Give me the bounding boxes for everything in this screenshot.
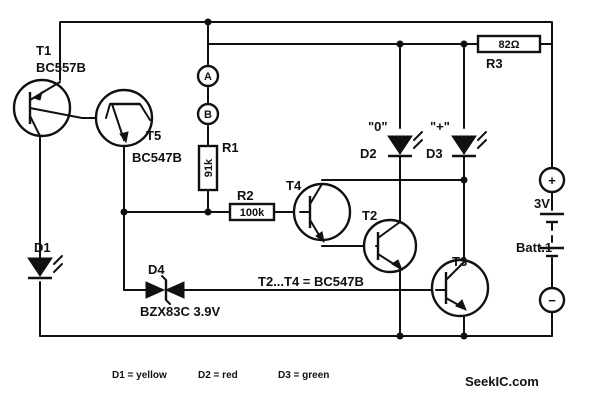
transistor-t4 <box>292 182 352 244</box>
r3-ref: R3 <box>486 56 503 71</box>
battery-plus: + <box>548 173 556 188</box>
test-point-b-label: B <box>204 109 212 121</box>
r2-ref: R2 <box>237 188 254 203</box>
resistor-r3 <box>476 34 542 54</box>
t4-ref: T4 <box>286 178 302 193</box>
test-point-a-label: A <box>204 71 212 83</box>
d2-ref: D2 <box>360 146 377 161</box>
d2-symbol: "0" <box>368 119 388 134</box>
r2-value: 100k <box>240 207 265 219</box>
transistor-t3 <box>430 258 490 318</box>
d3-ref: D3 <box>426 146 443 161</box>
resistor-r1 <box>197 144 219 192</box>
d4-ref: D4 <box>148 262 165 277</box>
led-d2 <box>387 131 423 158</box>
t5-ref: T5 <box>146 128 161 143</box>
r1-value: 91k <box>203 158 215 177</box>
wiring <box>39 21 553 337</box>
t3-ref: T3 <box>452 254 467 269</box>
battery-voltage: 3V <box>534 196 550 211</box>
t1-part: BC557B <box>36 60 86 75</box>
transistor-t1 <box>12 78 83 138</box>
t1-ref: T1 <box>36 43 51 58</box>
battery-batt1 <box>538 166 566 314</box>
junction-dots <box>120 18 468 340</box>
transistor-note: T2...T4 = BC547B <box>258 274 364 289</box>
transistor-t2 <box>362 218 418 274</box>
led-d1 <box>27 255 63 280</box>
battery-ref: Batt.1 <box>516 240 552 255</box>
d4-part: BZX83C 3.9V <box>140 304 221 319</box>
battery-minus: − <box>548 293 556 308</box>
t2-ref: T2 <box>362 208 377 223</box>
t5-part: BC547B <box>132 150 182 165</box>
d3-symbol: "+" <box>430 119 450 134</box>
r1-ref: R1 <box>222 140 239 155</box>
r3-value: 82Ω <box>498 39 519 51</box>
d1-ref: D1 <box>34 240 51 255</box>
led-d3 <box>451 131 487 158</box>
legend-d2: D2 = red <box>198 370 238 381</box>
transistor-t5 <box>94 88 154 148</box>
watermark: SeekIC.com <box>465 374 539 389</box>
resistor-r2 <box>228 202 276 222</box>
legend-d3: D3 = green <box>278 370 329 381</box>
zener-d4 <box>145 275 185 305</box>
legend-d1: D1 = yellow <box>112 370 167 381</box>
